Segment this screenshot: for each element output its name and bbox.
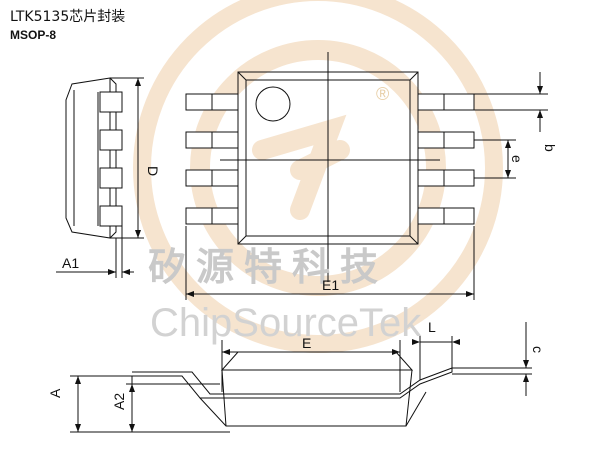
top-bevel-tr <box>409 71 419 81</box>
arrow-d-bottom <box>135 230 141 238</box>
label-b: b <box>542 144 558 152</box>
arrow-e1-left <box>186 291 194 297</box>
page-title: LTK5135芯片封装 <box>10 9 126 25</box>
arrow-b-bottom <box>537 110 543 118</box>
arrow-e1-right <box>466 291 474 297</box>
label-a: A <box>47 388 63 398</box>
top-bevel-bl <box>237 235 247 245</box>
arrow-a1-left <box>108 269 116 275</box>
arrow-a2-top <box>129 384 135 392</box>
arrowheads <box>75 78 543 432</box>
arrow-b-top <box>537 86 543 94</box>
arrow-e-top <box>505 140 511 148</box>
arrow-a1-right <box>122 269 130 275</box>
arrow-c-bottom <box>523 374 529 382</box>
front-view <box>70 322 532 433</box>
arrow-ee-left <box>222 349 230 355</box>
side-lead-2 <box>99 129 123 151</box>
top-bevel-tl <box>237 71 247 81</box>
label-ee: E <box>302 335 311 351</box>
arrow-d-top <box>135 78 141 86</box>
side-view <box>56 77 144 278</box>
label-c: c <box>530 346 546 353</box>
front-body-right-edge <box>405 369 413 427</box>
side-lead-3 <box>99 167 123 189</box>
right-lead-4 <box>417 207 475 225</box>
label-a1: A1 <box>62 255 79 271</box>
label-e: e <box>509 155 525 163</box>
right-lead-2 <box>417 131 475 149</box>
front-body-top <box>220 351 414 371</box>
side-lead-4 <box>99 205 123 227</box>
front-lead-profile <box>132 367 453 399</box>
pin1-marker-icon <box>255 86 291 122</box>
arrow-a-top <box>75 376 81 384</box>
arrow-l-right <box>452 339 460 345</box>
watermark-ring-outer <box>133 0 503 353</box>
right-lead-1 <box>417 93 475 111</box>
arrow-a2-bottom <box>129 424 135 432</box>
label-e1: E1 <box>322 277 339 293</box>
arrow-e-bottom <box>505 170 511 178</box>
top-bevel-br <box>409 235 419 245</box>
watermark-chinese: 矽源特科技 <box>148 244 388 289</box>
watermark-ring-inner <box>190 40 446 296</box>
front-body-left-edge <box>221 369 227 427</box>
label-l: L <box>428 319 436 335</box>
front-body-bottom <box>199 391 427 427</box>
registered-icon: ® <box>376 84 389 104</box>
package-name: MSOP-8 <box>10 28 57 42</box>
side-lead-1 <box>99 91 123 113</box>
arrow-ee-right <box>392 349 400 355</box>
right-lead-3 <box>417 169 475 187</box>
label-a2: A2 <box>111 393 127 410</box>
arrow-a-bottom <box>75 424 81 432</box>
watermark-logo: ® <box>133 0 503 353</box>
top-view <box>185 52 548 300</box>
arrow-l-left <box>412 339 420 345</box>
watermark-english: ChipSourceTek <box>150 301 422 345</box>
label-d: D <box>145 166 161 176</box>
side-body-back <box>109 77 117 239</box>
arrow-c-top <box>523 360 529 368</box>
